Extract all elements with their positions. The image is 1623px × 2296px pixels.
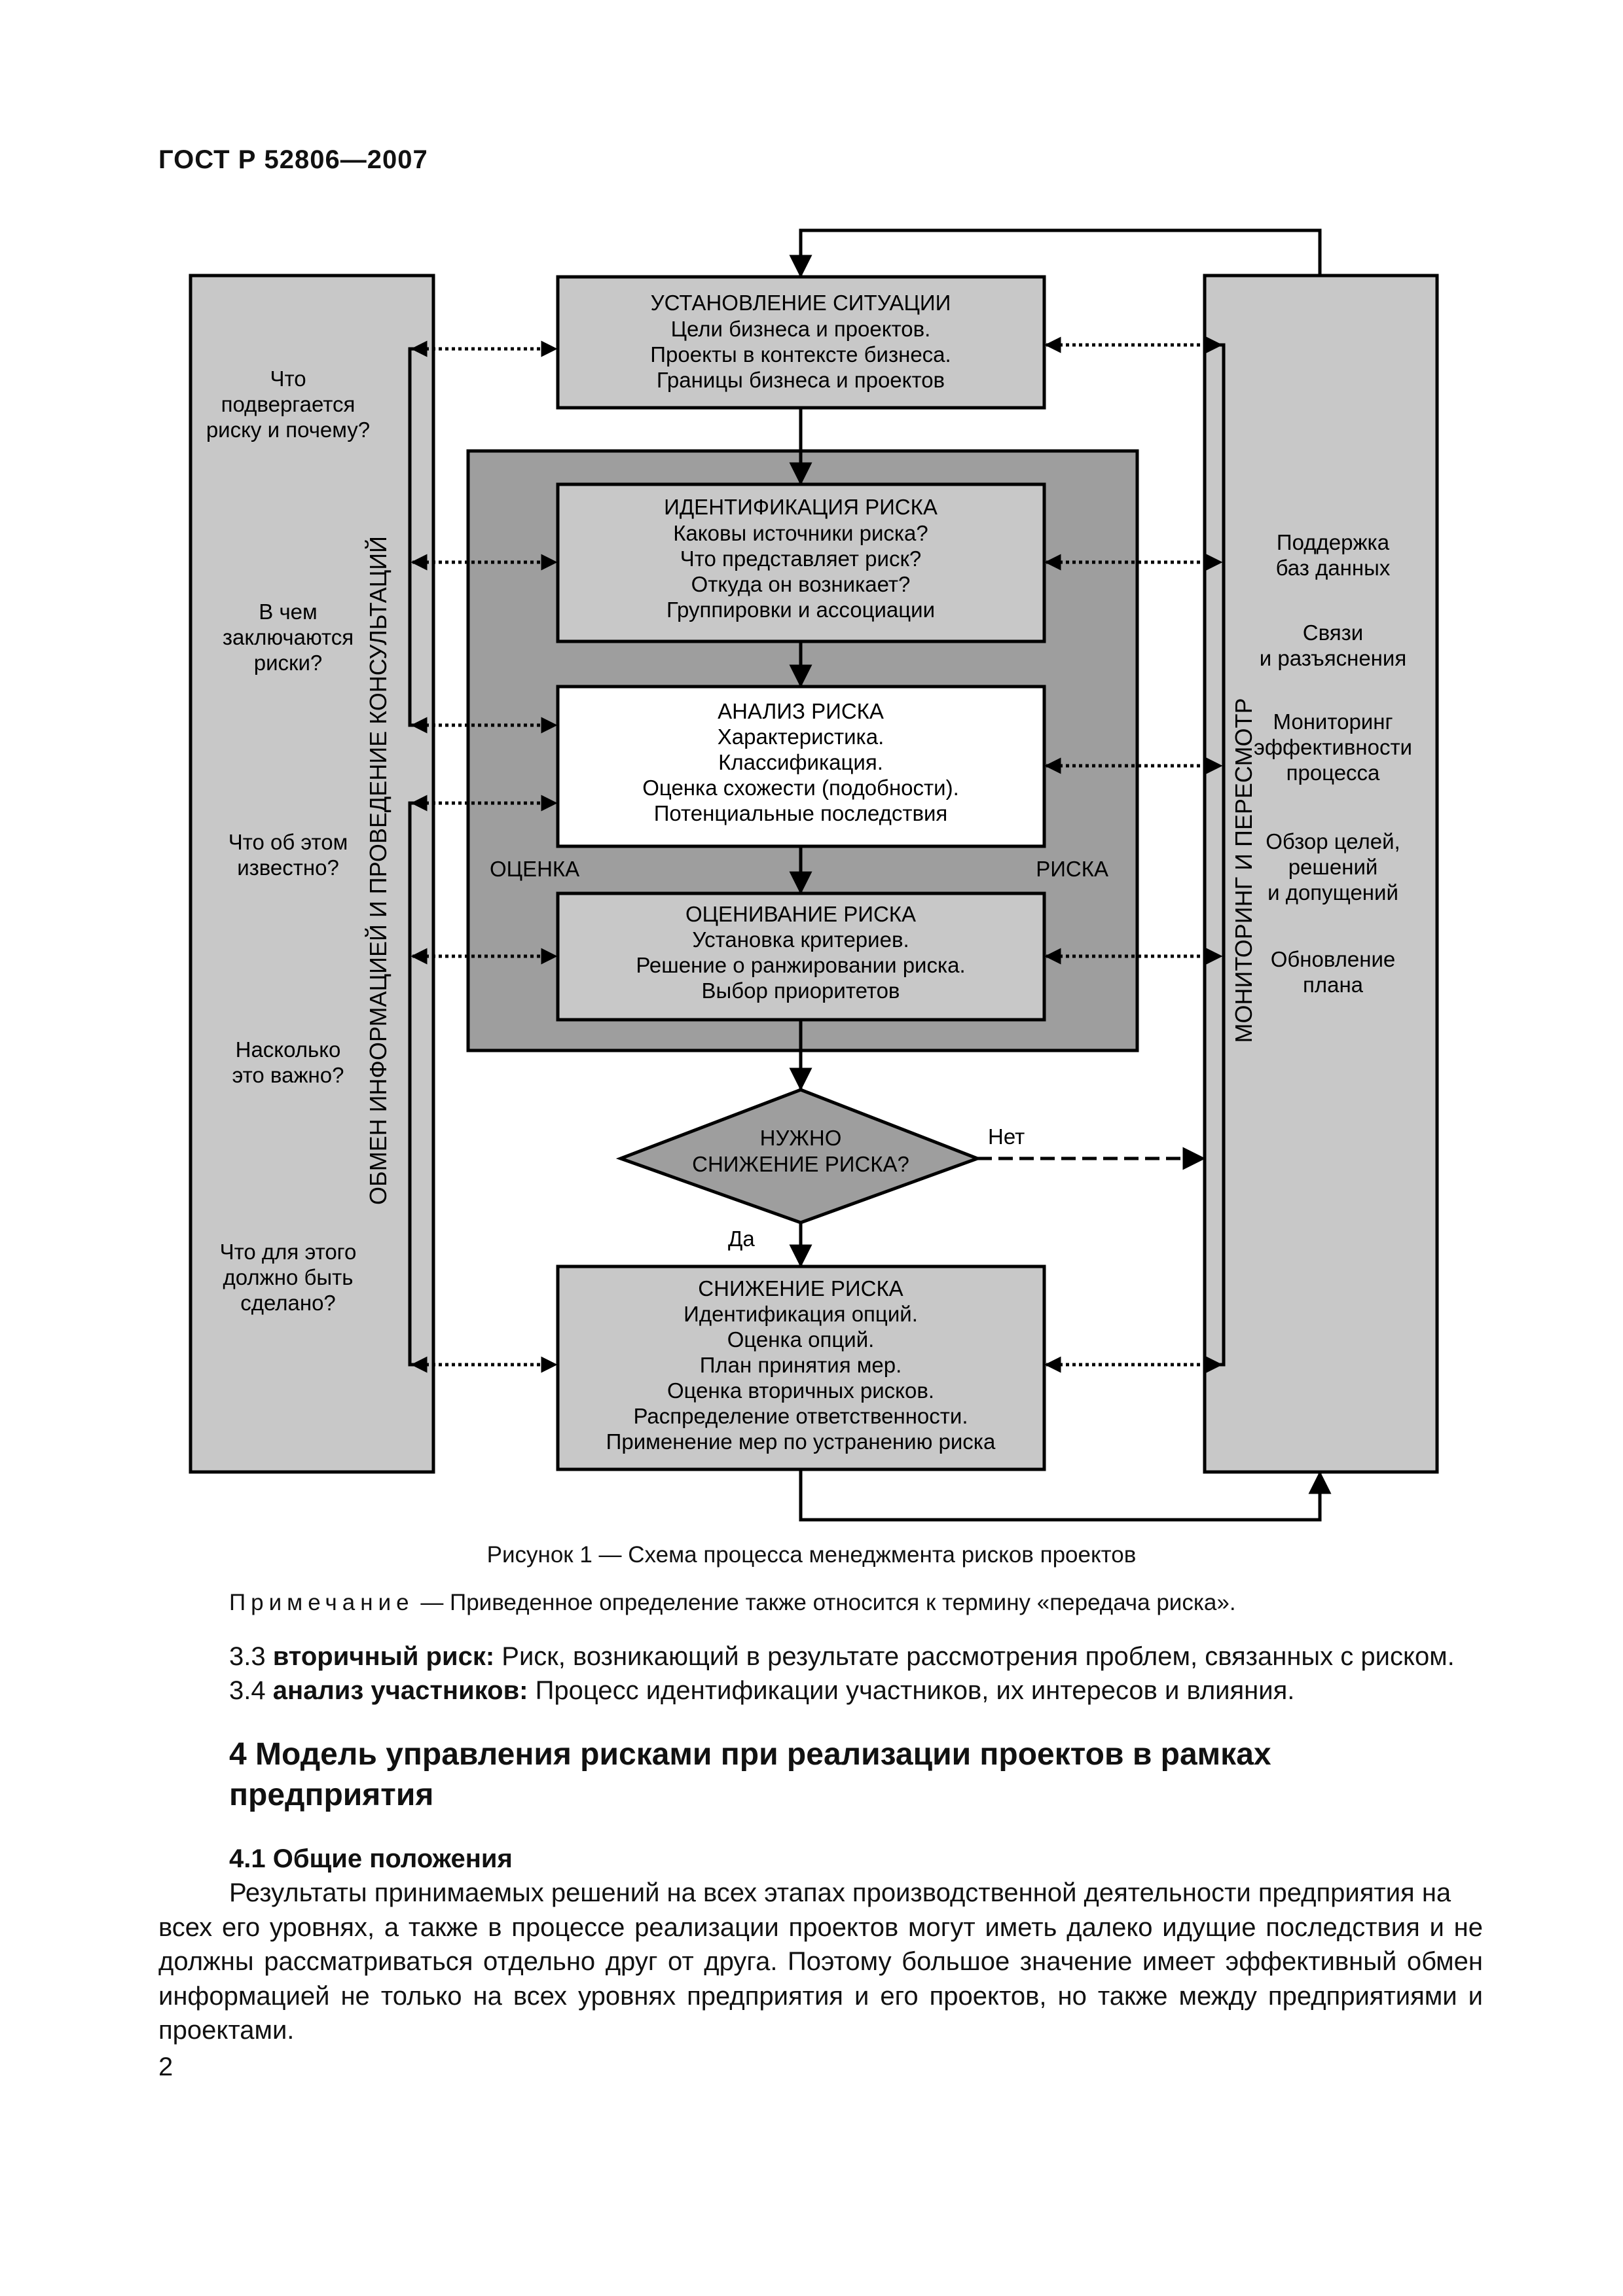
left-vertical-label: ОБМЕН ИНФОРМАЦИЕЙ И ПРОВЕДЕНИЕ КОНСУЛЬТА…	[364, 536, 392, 1205]
right-item: Обновление	[1271, 947, 1396, 971]
right-item: эффективности	[1254, 735, 1412, 759]
note: Примечание — Приведенное определение так…	[229, 1590, 1236, 1616]
reduction-line: Идентификация опций.	[684, 1302, 918, 1326]
identification-line: Каковы источники риска?	[673, 521, 928, 545]
identification-title: ИДЕНТИФИКАЦИЯ РИСКА	[664, 495, 938, 519]
page-number: 2	[158, 2053, 173, 2081]
left-question: Что	[270, 367, 306, 391]
decision-line: НУЖНО	[760, 1126, 842, 1150]
left-question: Что об этом	[228, 830, 348, 854]
identification-line: Группировки и ассоциации	[666, 598, 935, 622]
left-panel	[189, 274, 435, 1474]
yes-label: Да	[728, 1227, 755, 1251]
right-item: и допущений	[1267, 880, 1398, 905]
left-question: В чем	[259, 600, 317, 624]
analysis-title: АНАЛИЗ РИСКА	[718, 699, 884, 723]
right-vertical-label: МОНИТОРИНГ И ПЕРЕСМОТР	[1230, 698, 1257, 1043]
risk-management-diagram: УСТАНОВЛЕНИЕ СИТУАЦИИ Цели бизнеса и про…	[189, 228, 1439, 1522]
situation-title: УСТАНОВЛЕНИЕ СИТУАЦИИ	[651, 291, 951, 315]
evaluation-title: ОЦЕНИВАНИЕ РИСКА	[685, 902, 916, 926]
section-title: 4 Модель управления рисками при реализац…	[229, 1737, 1271, 1812]
right-item: Мониторинг	[1273, 709, 1393, 734]
left-question: подвергается	[221, 392, 356, 416]
paragraph-rest: всех его уровнях, а также в процессе реа…	[158, 1912, 1483, 2045]
left-question: должно быть	[223, 1265, 354, 1289]
box-evaluation	[556, 891, 1046, 1022]
definition-term: вторичный риск:	[272, 1642, 495, 1671]
left-question: известно?	[237, 855, 339, 880]
right-item: баз данных	[1276, 556, 1391, 580]
right-item: Связи	[1303, 620, 1363, 645]
decision-line: СНИЖЕНИЕ РИСКА?	[692, 1152, 909, 1176]
paragraph-first-line: Результаты принимаемых решений на всех э…	[229, 1878, 1451, 1907]
left-question: сделано?	[240, 1291, 336, 1315]
right-item: решений	[1288, 855, 1378, 879]
definition-number: 3.3	[229, 1642, 273, 1671]
reduction-line: Оценка опций.	[727, 1327, 875, 1352]
left-question: риску и почему?	[206, 418, 370, 442]
evaluation-line: Установка критериев.	[692, 927, 909, 952]
subsection-title: 4.1 Общие положения	[229, 1844, 513, 1873]
left-question: это важно?	[232, 1063, 344, 1087]
box-reduction	[556, 1265, 1046, 1471]
evaluation-line: Выбор приоритетов	[702, 978, 900, 1003]
left-question: риски?	[254, 651, 323, 675]
note-label: Примечание	[229, 1590, 414, 1615]
identification-line: Что представляет риск?	[680, 547, 921, 571]
definition-text: Процесс идентификации участников, их инт…	[528, 1676, 1295, 1705]
right-item: Поддержка	[1277, 530, 1390, 554]
right-item: Обзор целей,	[1266, 829, 1400, 853]
definition-3-3: 3.3 вторичный риск: Риск, возникающий в …	[229, 1642, 1455, 1672]
reduction-line: Оценка вторичных рисков.	[667, 1378, 934, 1403]
reduction-line: План принятия мер.	[700, 1353, 902, 1377]
analysis-line: Классификация.	[718, 750, 883, 774]
no-label: Нет	[988, 1124, 1025, 1149]
definition-number: 3.4	[229, 1676, 273, 1705]
identification-line: Откуда он возникает?	[691, 572, 911, 596]
definition-3-4: 3.4 анализ участников: Процесс идентифик…	[229, 1676, 1294, 1706]
definition-term: анализ участников:	[272, 1676, 528, 1705]
body-paragraph: Результаты принимаемых решений на всех э…	[158, 1876, 1483, 2048]
assessment-label-left: ОЦЕНКА	[490, 857, 579, 881]
left-question: Насколько	[236, 1037, 341, 1062]
reduction-title: СНИЖЕНИЕ РИСКА	[698, 1276, 903, 1300]
situation-line: Границы бизнеса и проектов	[657, 368, 945, 392]
note-text: — Приведенное определение также относитс…	[414, 1590, 1236, 1615]
analysis-line: Оценка схожести (подобности).	[642, 776, 959, 800]
right-item: и разъяснения	[1260, 646, 1406, 670]
evaluation-line: Решение о ранжировании риска.	[636, 953, 965, 977]
reduction-line: Распределение ответственности.	[634, 1404, 968, 1428]
right-item: процесса	[1286, 761, 1380, 785]
analysis-line: Потенциальные последствия	[654, 801, 948, 825]
assessment-label-right: РИСКА	[1036, 857, 1108, 881]
left-question: заключаются	[223, 625, 354, 649]
analysis-line: Характеристика.	[718, 725, 884, 749]
left-question: Что для этого	[220, 1240, 357, 1264]
document-header: ГОСТ Р 52806—2007	[158, 145, 428, 174]
figure-caption: Рисунок 1 — Схема процесса менеджмента р…	[486, 1542, 1137, 1568]
reduction-line: Применение мер по устранению риска	[606, 1429, 996, 1454]
situation-line: Цели бизнеса и проектов.	[671, 317, 931, 341]
situation-line: Проекты в контексте бизнеса.	[650, 342, 951, 367]
right-item: плана	[1303, 973, 1364, 997]
definition-text: Риск, возникающий в результате рассмотре…	[494, 1642, 1455, 1671]
